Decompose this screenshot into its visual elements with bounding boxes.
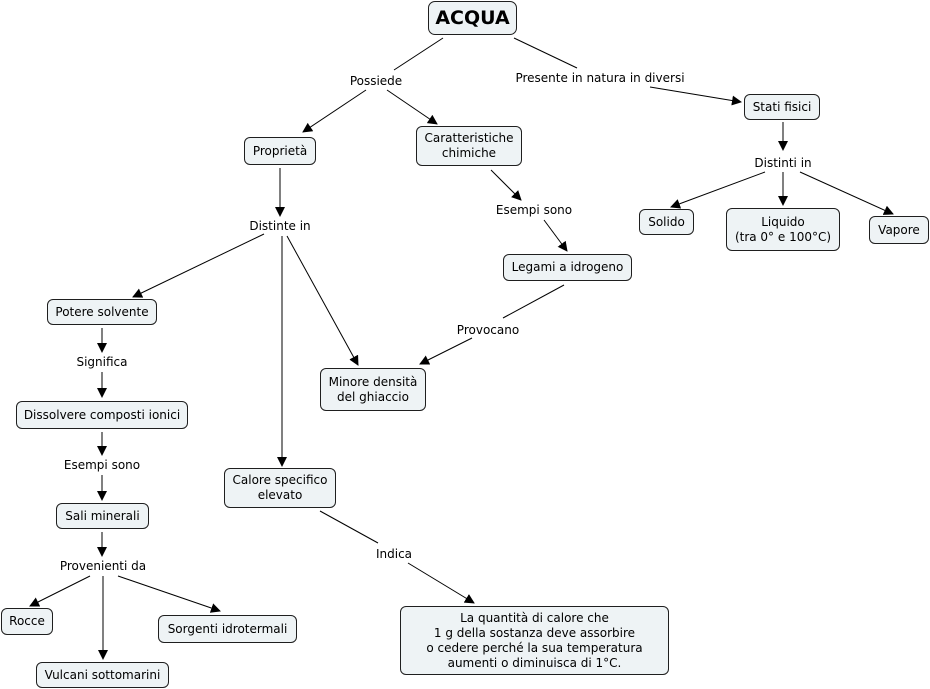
- connector-acqua-presente: [513, 37, 578, 69]
- connector-legami-provocano: [502, 284, 565, 319]
- connector-possiede-proprieta: [302, 89, 367, 133]
- link-provocano: Provocano: [454, 323, 522, 337]
- link-provenienti-da: Provenienti da: [57, 559, 149, 573]
- connector-indica-definizione: [407, 562, 475, 604]
- link-esempi-sono-chimiche: Esempi sono: [493, 203, 575, 217]
- node-stati-fisici[interactable]: Stati fisici: [744, 94, 820, 120]
- node-rocce[interactable]: Rocce: [1, 608, 53, 635]
- connector-calore-indica: [319, 510, 379, 544]
- connector-caratteristiche-esempi: [490, 169, 522, 201]
- link-presente-in-natura: Presente in natura in diversi: [513, 71, 687, 85]
- link-possiede: Possiede: [347, 74, 405, 88]
- node-acqua[interactable]: ACQUA: [428, 1, 517, 35]
- node-dissolvere-composti[interactable]: Dissolvere composti ionici: [16, 401, 188, 429]
- connector-distinti-vapore: [799, 171, 894, 215]
- node-vapore[interactable]: Vapore: [869, 216, 929, 244]
- connector-distinti-solido: [670, 171, 766, 209]
- node-sali-minerali[interactable]: Sali minerali: [56, 503, 149, 529]
- link-distinte-in: Distinte in: [247, 219, 313, 233]
- connector-presente-statifisici: [649, 86, 742, 106]
- connector-acqua-possiede: [393, 37, 444, 71]
- node-sorgenti-idrotermali[interactable]: Sorgenti idrotermali: [158, 615, 297, 643]
- connector-distinte-potere: [132, 233, 265, 298]
- node-vulcani-sottomarini[interactable]: Vulcani sottomarini: [36, 662, 169, 688]
- connector-esempi-legami: [543, 219, 568, 252]
- connector-provenienti-rocce: [29, 575, 91, 607]
- node-legami-idrogeno[interactable]: Legami a idrogeno: [503, 254, 632, 281]
- node-definizione-calore[interactable]: La quantità di calore che 1 g della sost…: [400, 606, 669, 675]
- connector-provenienti-sorgenti: [117, 575, 221, 613]
- node-minore-densita[interactable]: Minore densità del ghiaccio: [320, 368, 426, 411]
- node-calore-specifico[interactable]: Calore specifico elevato: [224, 468, 336, 508]
- connector-provocano-densita: [419, 337, 473, 365]
- connector-possiede-caratteristiche: [386, 89, 438, 125]
- node-caratteristiche-chimiche[interactable]: Caratteristiche chimiche: [416, 126, 522, 166]
- node-proprieta[interactable]: Proprietà: [244, 137, 316, 165]
- connector-distinte-densita: [286, 235, 359, 366]
- link-indica: Indica: [373, 547, 415, 561]
- link-esempi-sono-ionici: Esempi sono: [61, 458, 143, 472]
- link-distinti-in: Distinti in: [752, 156, 814, 170]
- node-solido[interactable]: Solido: [639, 209, 694, 235]
- node-potere-solvente[interactable]: Potere solvente: [47, 299, 157, 325]
- link-significa: Significa: [74, 355, 130, 369]
- node-liquido[interactable]: Liquido (tra 0° e 100°C): [726, 208, 840, 251]
